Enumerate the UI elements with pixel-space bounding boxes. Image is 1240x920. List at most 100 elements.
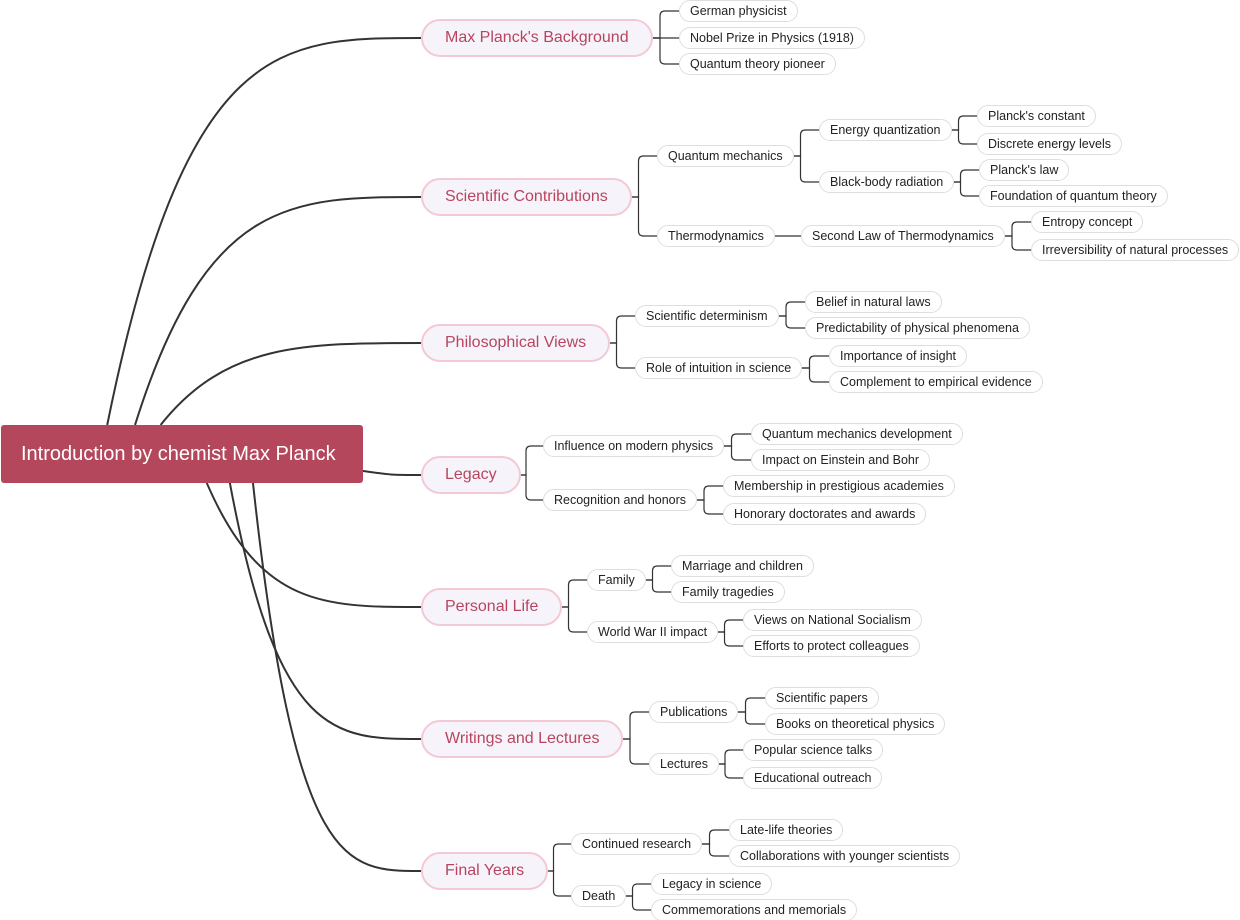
- node-discrete-energy-levels[interactable]: Discrete energy levels: [977, 133, 1122, 155]
- node-family-tragedies[interactable]: Family tragedies: [671, 581, 785, 603]
- node-views-on-national-socialism[interactable]: Views on National Socialism: [743, 609, 922, 631]
- node-popular-science-talks[interactable]: Popular science talks: [743, 739, 884, 761]
- connector-intuition-complement: [802, 367, 829, 383]
- connector-legacy-influence: [521, 445, 543, 476]
- node-honorary-doctorates[interactable]: Honorary doctorates and awards: [723, 503, 927, 525]
- connector-writings-lectures: [623, 738, 649, 765]
- connector-personal-family: [562, 579, 587, 608]
- connector-lectures-talks: [719, 749, 743, 765]
- node-educational-outreach[interactable]: Educational outreach: [743, 767, 883, 789]
- connector-death-commemorations: [626, 895, 651, 911]
- node-membership-in-academies[interactable]: Membership in prestigious academies: [723, 475, 955, 497]
- connector-philosophy-intuition: [610, 342, 635, 369]
- node-thermodynamics[interactable]: Thermodynamics: [657, 225, 775, 247]
- connector-recognition-membership: [697, 485, 723, 501]
- connector-family-marriage: [646, 565, 671, 581]
- node-belief-in-natural-laws[interactable]: Belief in natural laws: [805, 291, 942, 313]
- connector-secondlaw-entropy: [1005, 221, 1031, 237]
- node-role-of-intuition[interactable]: Role of intuition in science: [635, 357, 803, 379]
- connector-secondlaw-irreversibility: [1005, 235, 1031, 251]
- connector-continued-collaborations: [702, 843, 729, 857]
- node-lectures[interactable]: Lectures: [649, 753, 719, 775]
- connector-personal-ww2: [562, 606, 587, 633]
- connector-root-legacy: [362, 470, 422, 476]
- root-node[interactable]: Introduction by chemist Max Planck: [1, 425, 363, 483]
- node-energy-quantization[interactable]: Energy quantization: [819, 119, 952, 141]
- node-recognition-and-honors[interactable]: Recognition and honors: [543, 489, 698, 511]
- node-quantum-mechanics-development[interactable]: Quantum mechanics development: [751, 423, 963, 445]
- node-foundation-of-quantum-theory[interactable]: Foundation of quantum theory: [979, 185, 1168, 207]
- connector-qm-energyq: [794, 129, 819, 157]
- connector-family-tragedies: [646, 579, 671, 593]
- connector-blackbody-foundation: [954, 181, 979, 197]
- node-efforts-to-protect-colleagues[interactable]: Efforts to protect colleagues: [743, 635, 920, 657]
- connector-ww2-nationalsocialism: [718, 619, 743, 633]
- node-plancks-constant[interactable]: Planck's constant: [977, 105, 1096, 127]
- connector-determinism-belief: [779, 301, 805, 317]
- connector-continued-latelife: [702, 829, 729, 845]
- node-irreversibility[interactable]: Irreversibility of natural processes: [1031, 239, 1240, 261]
- node-scientific-determinism[interactable]: Scientific determinism: [635, 305, 779, 327]
- node-entropy-concept[interactable]: Entropy concept: [1031, 211, 1144, 233]
- node-complement-to-empirical-evidence[interactable]: Complement to empirical evidence: [829, 371, 1043, 393]
- connector-energyq-discrete: [952, 129, 977, 145]
- connector-root-personal: [205, 482, 422, 608]
- connector-root-final: [251, 482, 422, 872]
- connector-root-background: [106, 37, 422, 426]
- node-german-physicist[interactable]: German physicist: [679, 0, 798, 22]
- node-importance-of-insight[interactable]: Importance of insight: [829, 345, 968, 367]
- topic-writings-and-lectures[interactable]: Writings and Lectures: [421, 720, 624, 758]
- connector-influence-einstein: [724, 445, 751, 461]
- node-continued-research[interactable]: Continued research: [571, 833, 703, 855]
- topic-personal-life[interactable]: Personal Life: [421, 588, 563, 626]
- connector-legacy-recognition: [521, 474, 543, 501]
- node-plancks-law[interactable]: Planck's law: [979, 159, 1070, 181]
- connector-lectures-outreach: [719, 763, 743, 779]
- node-influence-on-modern-physics[interactable]: Influence on modern physics: [543, 435, 725, 457]
- connector-final-death: [548, 870, 571, 897]
- node-impact-on-einstein-and-bohr[interactable]: Impact on Einstein and Bohr: [751, 449, 931, 471]
- node-collaborations-with-younger-scientists[interactable]: Collaborations with younger scientists: [729, 845, 961, 867]
- connector-publications-books: [738, 711, 765, 725]
- topic-final-years[interactable]: Final Years: [421, 852, 549, 890]
- connector-determinism-predictability: [779, 315, 805, 329]
- topic-legacy[interactable]: Legacy: [421, 456, 521, 494]
- connector-root-writings: [228, 482, 422, 740]
- node-legacy-in-science[interactable]: Legacy in science: [651, 873, 773, 895]
- node-world-war-ii-impact[interactable]: World War II impact: [587, 621, 719, 643]
- node-death[interactable]: Death: [571, 885, 627, 907]
- node-nobel-prize[interactable]: Nobel Prize in Physics (1918): [679, 27, 865, 49]
- connector-root-philosophy: [159, 342, 422, 426]
- node-quantum-mechanics[interactable]: Quantum mechanics: [657, 145, 794, 167]
- connector-influence-qmdev: [724, 433, 751, 447]
- connector-philosophy-determinism: [610, 315, 635, 344]
- connector-background-german: [653, 10, 679, 39]
- node-commemorations-and-memorials[interactable]: Commemorations and memorials: [651, 899, 858, 920]
- topic-background[interactable]: Max Planck's Background: [421, 19, 653, 57]
- node-second-law-of-thermodynamics[interactable]: Second Law of Thermodynamics: [801, 225, 1005, 247]
- node-late-life-theories[interactable]: Late-life theories: [729, 819, 844, 841]
- connector-writings-publications: [623, 711, 649, 740]
- connector-recognition-doctorates: [697, 499, 723, 515]
- node-black-body-radiation[interactable]: Black-body radiation: [819, 171, 955, 193]
- node-family[interactable]: Family: [587, 569, 646, 591]
- connector-root-contributions: [134, 196, 422, 426]
- node-marriage-and-children[interactable]: Marriage and children: [671, 555, 814, 577]
- connector-background-pioneer: [653, 37, 679, 65]
- topic-scientific-contributions[interactable]: Scientific Contributions: [421, 178, 632, 216]
- connector-death-legacyscience: [626, 883, 651, 897]
- connector-contributions-qm: [632, 155, 657, 198]
- connector-qm-blackbody: [794, 155, 819, 183]
- node-scientific-papers[interactable]: Scientific papers: [765, 687, 879, 709]
- node-books-on-theoretical-physics[interactable]: Books on theoretical physics: [765, 713, 946, 735]
- node-quantum-theory-pioneer[interactable]: Quantum theory pioneer: [679, 53, 836, 75]
- connector-energyq-planckconst: [952, 115, 977, 131]
- connector-ww2-protect: [718, 631, 743, 647]
- node-publications[interactable]: Publications: [649, 701, 739, 723]
- topic-philosophical-views[interactable]: Philosophical Views: [421, 324, 611, 362]
- connector-final-continued: [548, 843, 571, 872]
- connector-publications-papers: [738, 697, 765, 713]
- node-predictability[interactable]: Predictability of physical phenomena: [805, 317, 1030, 339]
- connector-intuition-insight: [802, 355, 829, 369]
